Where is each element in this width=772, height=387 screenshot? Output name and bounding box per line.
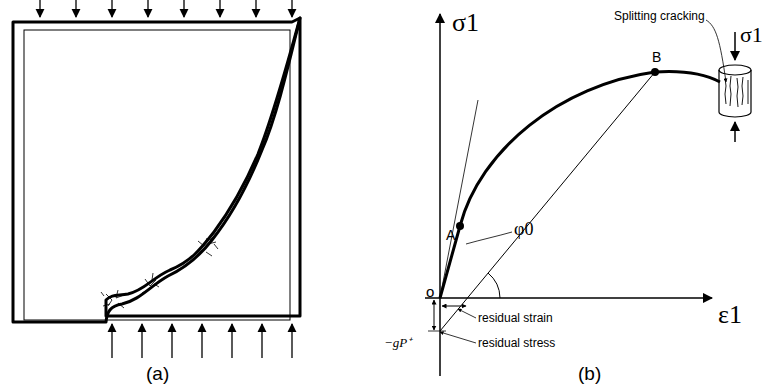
- residual-stress-arrow: [434, 300, 435, 330]
- load-arrow: [111, 0, 112, 17]
- tangent-line: [440, 100, 478, 298]
- load-arrow: [111, 324, 112, 358]
- load-arrow: [261, 324, 262, 358]
- load-arrow: [147, 0, 148, 17]
- load-label: σ1: [740, 24, 763, 46]
- load-arrow: [171, 324, 172, 358]
- phi-leader: [466, 232, 512, 244]
- load-arrow: [219, 0, 220, 17]
- load-arrow: [231, 324, 232, 358]
- load-arrow: [39, 0, 40, 17]
- axis-label: σ1: [452, 10, 479, 36]
- load-arrow: [183, 0, 184, 17]
- load-arrow: [255, 0, 256, 17]
- crack-branches: [101, 234, 218, 308]
- residual-strain-leader: [458, 309, 476, 318]
- load-arrows-bottom: [112, 324, 292, 358]
- point-label: A: [446, 228, 455, 242]
- point-a: [456, 222, 464, 230]
- annotation: residual strain: [478, 312, 553, 324]
- residual-stress-tick: [428, 331, 446, 332]
- cylinder-specimen: [719, 65, 751, 117]
- stress-axis: [439, 14, 441, 376]
- annotation: residual stress: [478, 337, 555, 349]
- upper-left-block: [13, 18, 300, 322]
- load-arrow: [201, 324, 202, 358]
- unloading-line: [440, 72, 655, 331]
- value-label: −gP⁺: [384, 336, 411, 349]
- load-arrow: [291, 324, 292, 358]
- load-arrows-top: [40, 0, 292, 17]
- annotation: Splitting cracking: [614, 10, 705, 22]
- load-arrow: [291, 0, 292, 17]
- load-arrow: [75, 0, 76, 17]
- panel-label: (a): [146, 364, 169, 383]
- point-label: B: [652, 50, 661, 64]
- stress-strain-curve: [440, 71, 720, 298]
- axis-label: ε1: [718, 302, 742, 328]
- angle-label: φ0: [514, 220, 533, 238]
- panel-label: (b): [578, 364, 601, 383]
- lower-right-block: [106, 18, 300, 316]
- load-arrow: [141, 324, 142, 358]
- load-arrow-down: [734, 32, 736, 60]
- origin-label: o: [426, 284, 434, 299]
- residual-strain-arrow: [442, 306, 466, 307]
- load-arrow-up: [734, 122, 736, 142]
- angle-arc: [488, 273, 500, 298]
- residual-stress-leader: [440, 332, 476, 343]
- splitting-leader: [706, 20, 726, 82]
